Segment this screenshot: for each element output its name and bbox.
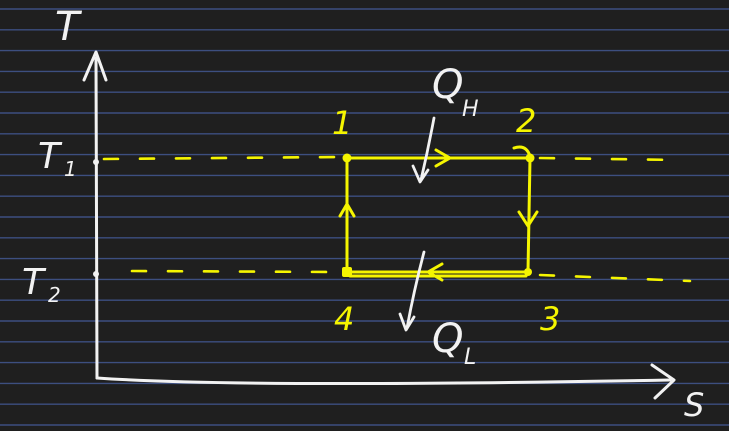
x-axis-arrowhead bbox=[650, 363, 676, 400]
ql-arrowhead bbox=[398, 312, 416, 332]
ql-arrow bbox=[405, 250, 426, 330]
qh-label: Q bbox=[432, 62, 463, 108]
t1-subscript: 1 bbox=[64, 157, 77, 181]
state-point-2 bbox=[525, 153, 535, 163]
t2-dashed-line bbox=[130, 269, 692, 283]
t1-dashed-line bbox=[102, 155, 682, 162]
x-axis-label: S bbox=[684, 386, 704, 424]
ql-label: Q bbox=[432, 316, 463, 362]
carnot-cycle bbox=[338, 145, 539, 282]
t2-label: T bbox=[22, 262, 47, 303]
state-point-4 bbox=[342, 267, 352, 277]
heat-arrows bbox=[398, 116, 436, 332]
axes bbox=[82, 50, 676, 400]
y-axis-line bbox=[94, 56, 99, 380]
ruled-lines bbox=[0, 8, 729, 426]
state-label-4: 4 bbox=[334, 300, 354, 338]
y-axis-label: T bbox=[55, 4, 83, 50]
t1-tick bbox=[93, 159, 99, 165]
process-3-4 bbox=[345, 270, 530, 278]
state-points bbox=[342, 153, 535, 277]
arrow-1-2 bbox=[434, 148, 452, 168]
t2-subscript: 2 bbox=[48, 283, 61, 307]
x-axis-line bbox=[95, 376, 672, 386]
arrow-4-1 bbox=[338, 202, 356, 218]
arrow-2-3 bbox=[517, 210, 539, 228]
state-point-3 bbox=[524, 268, 532, 276]
qh-arrowhead bbox=[411, 164, 430, 184]
t2-tick bbox=[93, 271, 99, 277]
isotherm-guides bbox=[102, 155, 692, 283]
state-label-1: 1 bbox=[332, 104, 352, 142]
qh-arrow bbox=[419, 116, 436, 182]
qh-subscript: H bbox=[462, 97, 479, 122]
t1-label: T bbox=[38, 136, 63, 177]
ql-subscript: L bbox=[464, 345, 476, 370]
arrow-3-4 bbox=[426, 262, 444, 282]
y-axis-arrowhead bbox=[82, 50, 108, 82]
state-point-1 bbox=[342, 153, 352, 163]
process-2-3 bbox=[526, 156, 532, 274]
state-label-2: 2 bbox=[516, 102, 536, 140]
state-label-3: 3 bbox=[540, 300, 560, 338]
